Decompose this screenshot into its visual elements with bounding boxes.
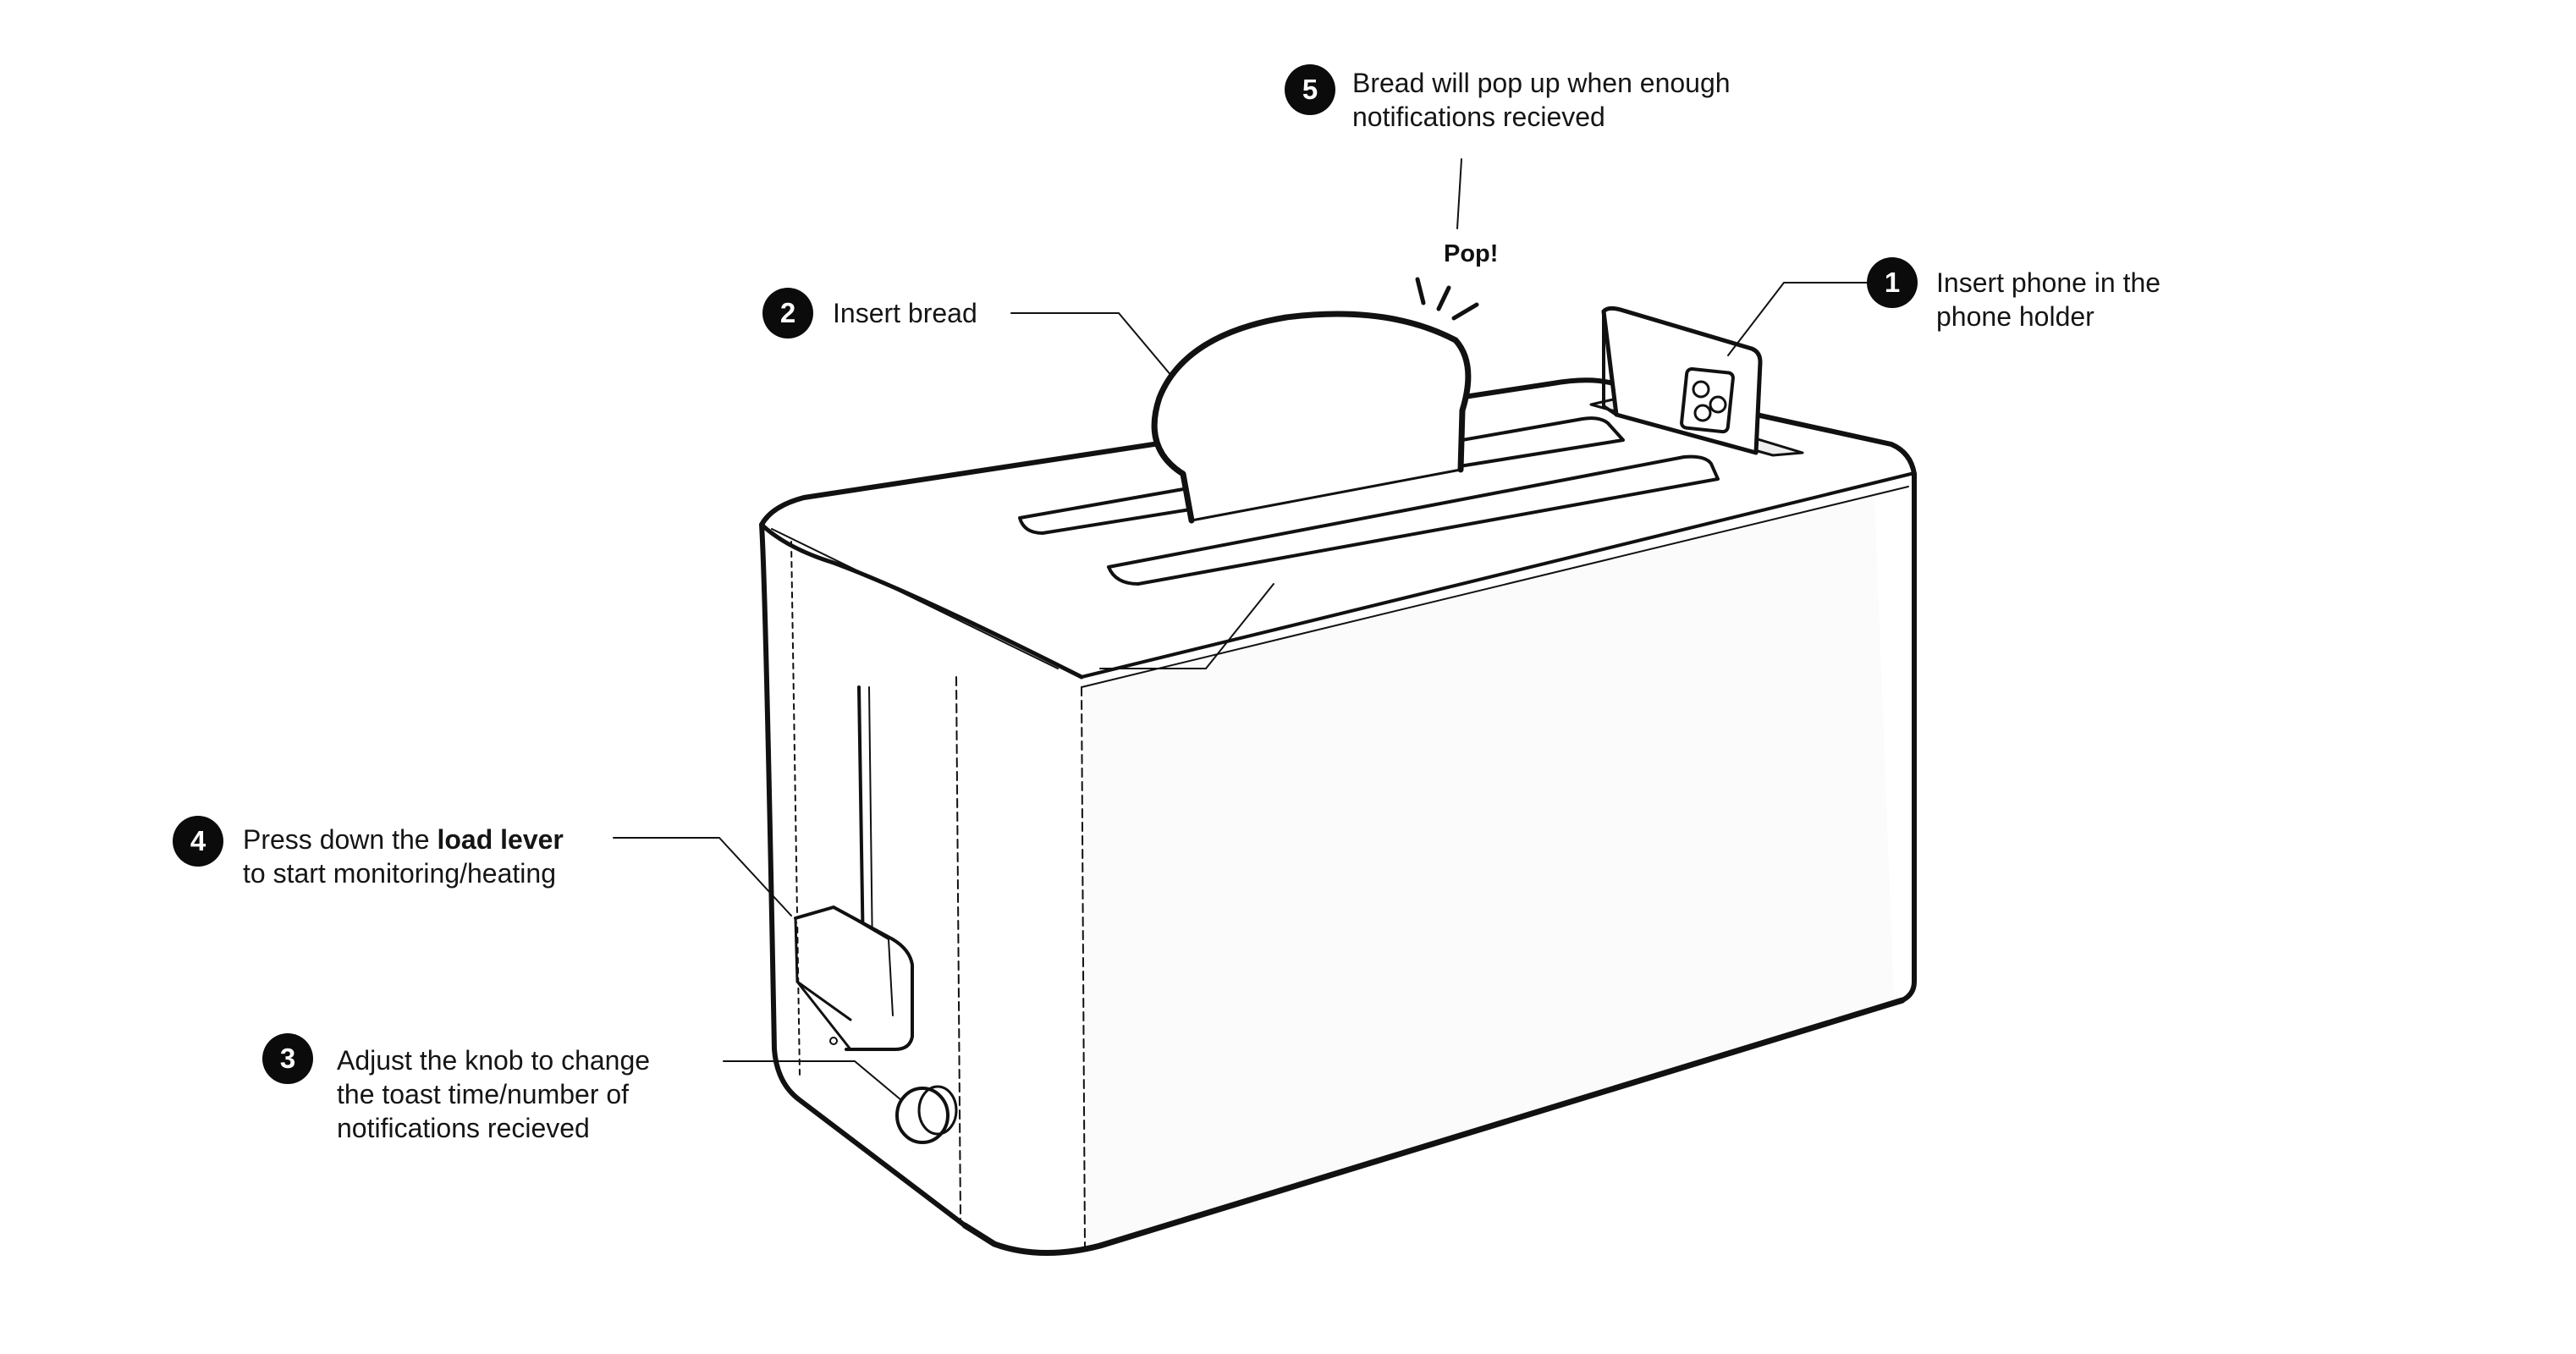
callout-5-line-2: notifications recieved (1352, 102, 1605, 132)
time-knob (829, 1037, 958, 1144)
callout-4-line-2: to start monitoring/heating (243, 858, 556, 889)
callout-4-line-1-text: Press down the (243, 824, 438, 855)
callout-4-line-1: Press down the load lever (243, 823, 564, 856)
load-lever (794, 905, 914, 1051)
step-badge-4: 4 (173, 816, 223, 867)
step-badge-1: 1 (1867, 257, 1918, 308)
callout-2-line-1: Insert bread (833, 298, 977, 328)
toaster-body (759, 377, 1917, 1256)
callout-1-line-2: phone holder (1936, 301, 2094, 332)
phone-holder (1589, 305, 1804, 457)
bread-slots (1018, 416, 1720, 586)
leader-line-4 (613, 837, 792, 916)
leader-line-5 (1456, 158, 1462, 229)
bread-slice (1151, 311, 1472, 524)
leader-line-3 (723, 1060, 902, 1101)
step-badge-5: 5 (1285, 64, 1335, 115)
callout-5-text: Bread will pop up when enough notificati… (1352, 66, 1731, 134)
pop-burst-lines (1415, 277, 1479, 321)
callout-3-line-3: notifications recieved (337, 1113, 590, 1143)
callout-2-text: Insert bread (833, 296, 977, 330)
callout-1-text: Insert phone in the phone holder (1936, 266, 2160, 333)
leader-line-2 (1010, 312, 1173, 377)
load-lever-term: load lever (437, 824, 564, 855)
callout-5-line-1: Bread will pop up when enough (1352, 68, 1731, 98)
callout-3-line-1: Adjust the knob to change (337, 1045, 651, 1076)
step-badge-3: 3 (262, 1033, 313, 1084)
leader-line-1 (1727, 282, 1884, 356)
pop-label: Pop! (1444, 240, 1499, 267)
callout-3-text: Adjust the knob to change the toast time… (337, 1043, 650, 1145)
callout-4-text: Press down the load lever to start monit… (243, 823, 564, 890)
callout-3-line-2: the toast time/number of (337, 1079, 630, 1109)
leader-lines (613, 158, 1884, 1101)
callout-1-line-1: Insert phone in the (1936, 267, 2161, 298)
step-badge-2: 2 (762, 288, 813, 338)
leader-line-2b (1099, 583, 1274, 669)
